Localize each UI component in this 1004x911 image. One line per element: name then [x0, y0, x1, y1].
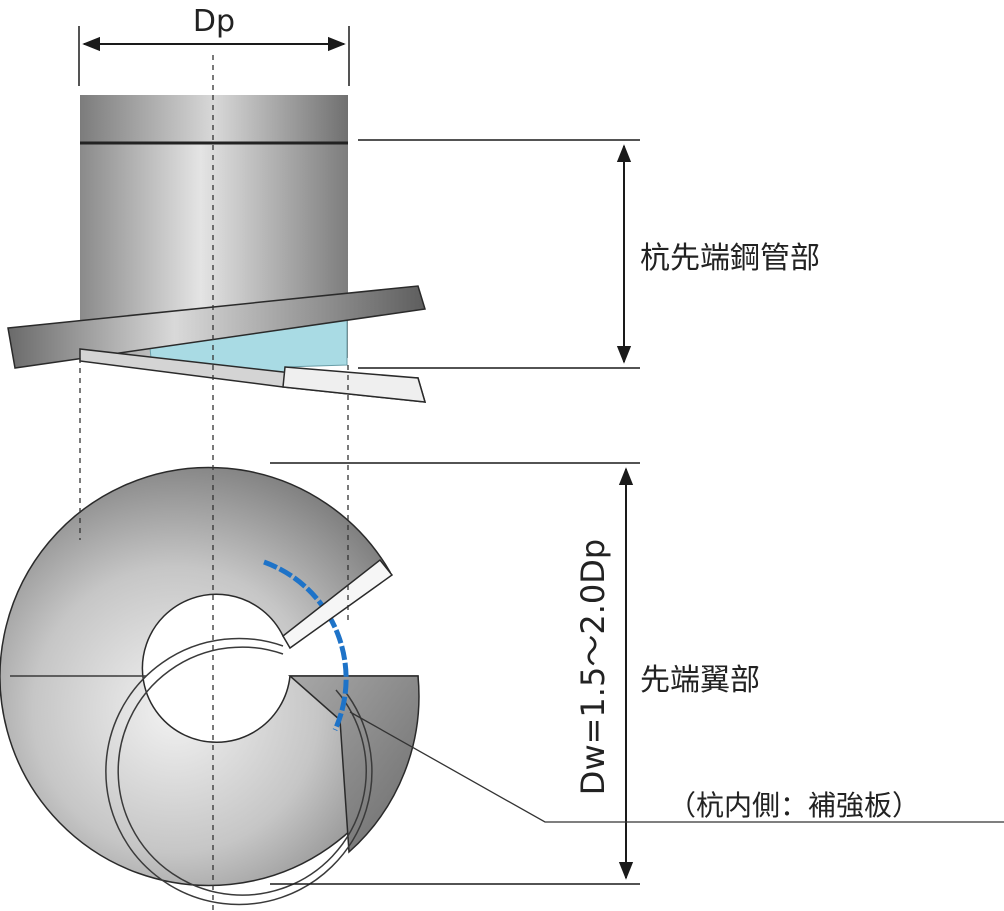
reinforcement-note: （杭内側：補強板）: [668, 789, 920, 822]
reinforcement-plate-plan: [263, 559, 349, 732]
pipe-outline-ring: [105, 637, 373, 906]
wing-diameter-label: Dw=1.5～2.0Dp: [574, 539, 612, 795]
reinforcement-leader: （杭内側：補強板）: [349, 711, 1004, 823]
pipe-cap: [80, 95, 348, 143]
wing-lower-sector: [288, 675, 420, 854]
tip-wing-part-label: 先端翼部: [640, 663, 760, 698]
wing-outer-ring: [0, 466, 419, 887]
dp-dimension: Dp: [78, 4, 350, 86]
pipe-part-dimension: 杭先端鋼管部: [358, 139, 820, 369]
wing-diameter-dimension: Dw=1.5～2.0Dp 先端翼部: [270, 462, 760, 885]
tip-wing-plan-view: [0, 466, 420, 906]
projection-lines: [79, 55, 349, 911]
steel-pipe-part-label: 杭先端鋼管部: [640, 241, 820, 276]
dp-label: Dp: [193, 4, 235, 39]
wing-plate-side-view: [7, 285, 427, 403]
pipe-outline-ring-inner: [117, 646, 367, 896]
